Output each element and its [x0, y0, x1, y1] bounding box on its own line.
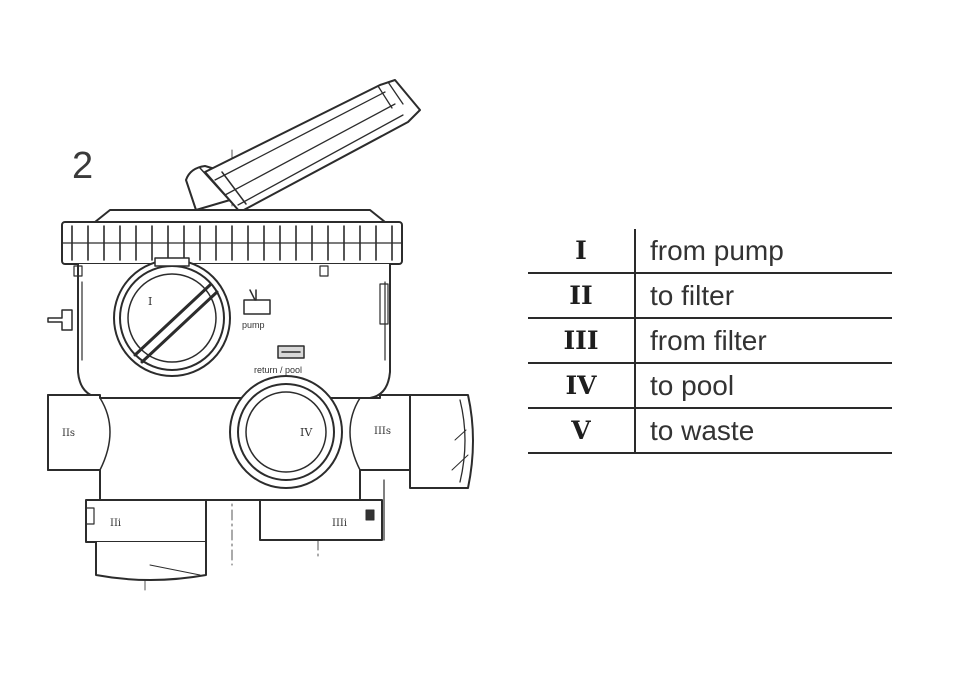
legend-description: to filter: [635, 273, 892, 319]
right-pipe: [409, 394, 474, 489]
port-legend-table: I from pump II to filter III from filter…: [528, 229, 892, 454]
pump-label: pump: [242, 320, 265, 330]
port-iv-label: IV: [300, 426, 313, 439]
pump-tab: [243, 289, 271, 315]
lower-housing: [47, 394, 411, 501]
port-i-label: I: [148, 295, 152, 308]
side-screw: [47, 309, 73, 331]
legend-numeral: I: [528, 229, 636, 274]
bottom-right-port: [259, 479, 385, 541]
legend-numeral: II: [528, 273, 636, 319]
port-iii-label: IIi: [110, 518, 121, 529]
valve-handle: [185, 79, 421, 213]
port-iis-label: IIs: [62, 428, 75, 439]
port-iiii-label: IIIi: [332, 518, 347, 529]
bottom-left-port: [85, 499, 207, 581]
legend-numeral: V: [528, 408, 636, 454]
port-iv-ring: [229, 375, 343, 489]
legend-row: IV to pool: [528, 363, 892, 409]
legend-description: from pump: [635, 229, 892, 274]
port-iiis-label: IIIs: [374, 426, 391, 437]
return-pool-tag: [277, 345, 305, 359]
legend-description: from filter: [635, 318, 892, 364]
legend-row: II to filter: [528, 273, 892, 319]
legend-description: to waste: [635, 408, 892, 454]
legend-numeral: IV: [528, 363, 636, 409]
sight-glass: [113, 257, 231, 377]
legend-row: III from filter: [528, 318, 892, 364]
valve-lid: [61, 209, 403, 265]
legend-row: V to waste: [528, 408, 892, 454]
return-pool-label: return / pool: [254, 365, 302, 375]
legend-numeral: III: [528, 318, 636, 364]
step-number: 2: [72, 145, 94, 187]
legend-description: to pool: [635, 363, 892, 409]
legend-row: I from pump: [528, 229, 892, 274]
